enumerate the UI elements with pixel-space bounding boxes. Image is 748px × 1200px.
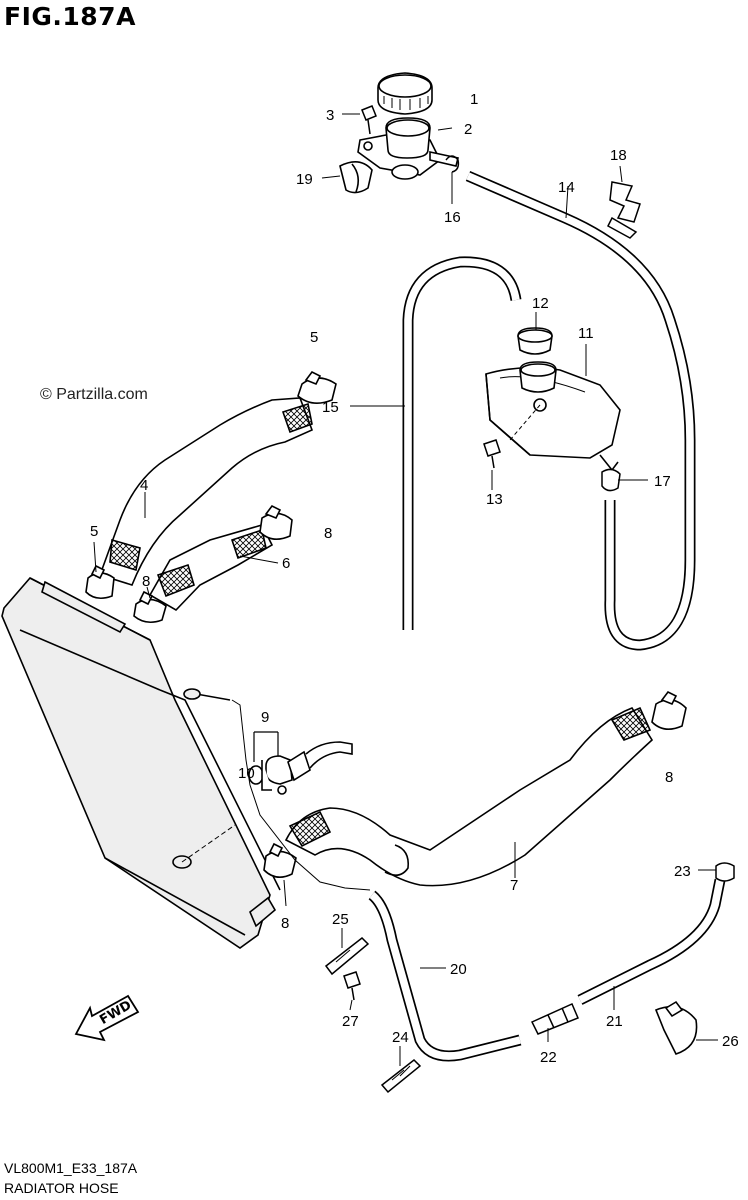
hose-14 <box>465 170 696 651</box>
hose-15 <box>402 256 522 630</box>
callout-15: 15 <box>322 399 339 416</box>
callout-5-upper: 5 <box>310 329 318 346</box>
callout-numbers: 1 2 3 4 5 5 6 7 8 8 8 8 9 10 11 12 13 14… <box>90 91 739 1066</box>
callout-1: 1 <box>470 91 478 108</box>
callout-12: 12 <box>532 295 549 312</box>
reservoir-cap-12 <box>517 327 553 355</box>
callout-6: 6 <box>282 555 290 572</box>
callout-20: 20 <box>450 961 467 978</box>
callout-8-right: 8 <box>665 769 673 786</box>
callout-26: 26 <box>722 1033 739 1050</box>
callout-7: 7 <box>510 877 518 894</box>
watermark-text: © Partzilla.com <box>40 386 148 403</box>
callout-9-bracket <box>231 699 371 891</box>
callout-23: 23 <box>674 863 691 880</box>
callout-8-upper: 8 <box>324 525 332 542</box>
callout-8-mid: 8 <box>142 573 150 590</box>
clamp-5-upper <box>297 370 337 404</box>
callout-11: 11 <box>578 325 594 342</box>
callout-8-lower: 8 <box>281 915 289 932</box>
callout-4: 4 <box>140 477 148 494</box>
callout-5-lower: 5 <box>90 523 98 540</box>
clamp-8-right <box>651 690 687 730</box>
clamp-8-lower <box>263 842 297 878</box>
bracket-24 <box>380 1059 422 1094</box>
clamp-23 <box>715 862 735 882</box>
callout-18: 18 <box>610 147 627 164</box>
joint-22 <box>530 1003 579 1035</box>
callout-14: 14 <box>558 179 575 196</box>
bracket-25 <box>324 937 370 976</box>
hose-7 <box>284 706 654 887</box>
bracket-18 <box>607 181 641 239</box>
clamp-19 <box>339 161 373 194</box>
callout-22: 22 <box>540 1049 557 1066</box>
hose-4 <box>98 397 314 586</box>
callout-19: 19 <box>296 171 313 188</box>
clamp-16 <box>445 155 460 173</box>
hose-6 <box>148 524 274 612</box>
filler-neck <box>357 117 459 180</box>
drawing-code: VL800M1_E33_187A <box>4 1160 138 1176</box>
bolt-13 <box>483 439 501 469</box>
callout-24: 24 <box>392 1029 409 1046</box>
hose-21 <box>577 878 726 1005</box>
bolt-27 <box>343 971 361 1001</box>
thermo-switch <box>248 741 353 795</box>
callout-21: 21 <box>606 1013 623 1030</box>
callout-10: 10 <box>238 765 255 782</box>
radiator <box>1 577 281 949</box>
callout-17: 17 <box>654 473 671 490</box>
callout-16: 16 <box>444 209 461 226</box>
callout-2: 2 <box>464 121 472 138</box>
figure-title: FIG.187A <box>4 2 136 31</box>
drawing-name: RADIATOR HOSE <box>4 1180 119 1196</box>
fwd-arrow-icon: FWD <box>74 994 140 1042</box>
callout-27: 27 <box>342 1013 359 1030</box>
clamp-26 <box>654 1000 698 1055</box>
leader-lines <box>93 113 718 1066</box>
bolt-3 <box>361 105 377 135</box>
hose-20 <box>368 890 522 1062</box>
callout-3: 3 <box>326 107 334 124</box>
callout-13: 13 <box>486 491 503 508</box>
reservoir-tank <box>485 361 621 472</box>
clamp-17 <box>601 468 621 492</box>
radiator-cap <box>377 72 433 115</box>
clamp-5-lower <box>85 564 115 600</box>
clamp-8-upper <box>259 504 293 540</box>
callout-9: 9 <box>261 709 269 726</box>
callout-25: 25 <box>332 911 349 928</box>
